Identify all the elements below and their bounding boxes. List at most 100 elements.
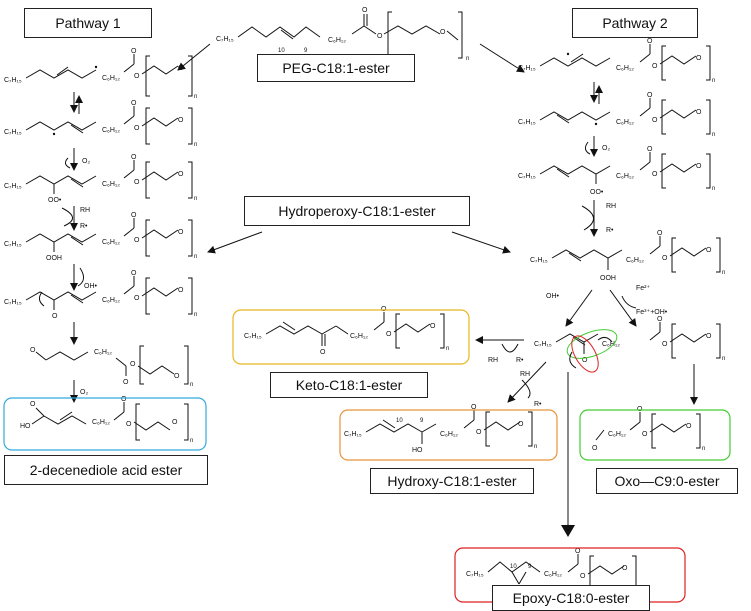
svg-text:RH: RH xyxy=(520,371,530,378)
svg-text:O: O xyxy=(652,171,658,178)
svg-text:O: O xyxy=(575,548,581,555)
svg-text:C₆H₁₂: C₆H₁₂ xyxy=(94,349,112,356)
svg-text:9: 9 xyxy=(420,418,424,424)
svg-text:C₇H₁₅: C₇H₁₅ xyxy=(534,341,552,348)
svg-text:O: O xyxy=(582,357,588,364)
svg-text:HO: HO xyxy=(20,423,31,430)
svg-text:O: O xyxy=(30,347,36,354)
svg-text:O: O xyxy=(652,63,658,70)
svg-text:O: O xyxy=(178,287,184,294)
svg-text:O: O xyxy=(652,117,658,124)
svg-text:C₆H₁₂: C₆H₁₂ xyxy=(328,37,346,44)
hydroperoxy-label: Hydroperoxy-C18:1-ester xyxy=(244,196,470,226)
svg-text:10: 10 xyxy=(278,48,285,54)
svg-text:C₇H₁₅: C₇H₁₅ xyxy=(466,571,484,578)
svg-text:n: n xyxy=(712,78,715,84)
svg-text:n: n xyxy=(712,132,715,138)
svg-text:C₇H₁₅: C₇H₁₅ xyxy=(518,119,536,126)
svg-text:O: O xyxy=(134,295,140,302)
svg-text:n: n xyxy=(194,94,197,100)
svg-text:C₇H₁₅: C₇H₁₅ xyxy=(4,77,22,84)
svg-text:RH: RH xyxy=(80,207,90,214)
svg-text:O: O xyxy=(622,565,628,572)
svg-text:O: O xyxy=(518,421,524,428)
svg-text:O: O xyxy=(30,401,36,408)
svg-text:O: O xyxy=(134,73,140,80)
keto-structure: C₇H₁₅ O C₆H₁₂ O O O n xyxy=(244,306,449,356)
peg-c18-structure: C₇H₁₅ 10 9 C₆H₁₂ O O O n xyxy=(216,7,469,62)
svg-text:C₆H₁₂: C₆H₁₂ xyxy=(616,173,634,180)
svg-text:OH•: OH• xyxy=(546,293,560,300)
svg-text:R•: R• xyxy=(606,227,614,234)
svg-text:OOH: OOH xyxy=(600,275,616,282)
svg-text:C₆H₁₂: C₆H₁₂ xyxy=(616,119,634,126)
svg-text:O: O xyxy=(430,323,436,330)
svg-text:O: O xyxy=(592,445,598,452)
svg-text:n: n xyxy=(702,446,705,452)
svg-text:n: n xyxy=(446,346,449,352)
pathway1-label: Pathway 1 xyxy=(24,8,152,38)
hydroxy-label: Hydroxy-C18:1-ester xyxy=(370,468,534,494)
svg-text:O: O xyxy=(130,361,136,368)
svg-text:O: O xyxy=(131,270,137,277)
svg-text:O: O xyxy=(706,247,712,254)
svg-text:O: O xyxy=(657,316,663,323)
svg-text:O: O xyxy=(706,333,712,340)
svg-text:O: O xyxy=(647,146,653,153)
svg-text:C₆H₁₂: C₆H₁₂ xyxy=(626,257,644,264)
svg-text:O: O xyxy=(52,313,58,320)
svg-text:C₇H₁₅: C₇H₁₅ xyxy=(244,333,262,340)
svg-text:C₆H₁₂: C₆H₁₂ xyxy=(440,431,458,438)
svg-text:n: n xyxy=(722,356,725,362)
svg-text:C₆H₁₂: C₆H₁₂ xyxy=(602,341,620,348)
chem-c7h15: C₇H₁₅ xyxy=(216,36,234,43)
svg-text:O: O xyxy=(471,404,477,411)
decenediole-label: 2-decenediole acid ester xyxy=(4,455,208,485)
svg-text:O: O xyxy=(696,109,702,116)
svg-text:n: n xyxy=(466,56,469,62)
svg-text:C₇H₁₅: C₇H₁₅ xyxy=(518,65,536,72)
svg-text:O₂: O₂ xyxy=(80,389,88,396)
svg-text:O: O xyxy=(131,100,137,107)
svg-text:O: O xyxy=(121,396,127,403)
svg-text:C₇H₁₅: C₇H₁₅ xyxy=(344,431,362,438)
svg-text:C₇H₁₅: C₇H₁₅ xyxy=(518,173,536,180)
svg-text:n: n xyxy=(534,444,537,450)
svg-text:C₆H₁₂: C₆H₁₂ xyxy=(102,181,120,188)
svg-text:O: O xyxy=(386,331,392,338)
hydroxy-structure-frame xyxy=(339,409,558,461)
svg-text:O: O xyxy=(647,38,653,45)
pathway2-label: Pathway 2 xyxy=(572,8,698,38)
svg-text:C₆H₁₂: C₆H₁₂ xyxy=(102,239,120,246)
svg-text:C₇H₁₅: C₇H₁₅ xyxy=(530,257,548,264)
svg-text:n: n xyxy=(190,382,193,388)
svg-text:OO•: OO• xyxy=(590,189,604,196)
svg-text:O: O xyxy=(662,255,668,262)
pathway2-chain: C₇H₁₅ C₆H₁₂ O O O n C₇H₁₅ C₆H₁₂ O O O n xyxy=(475,38,725,537)
svg-text:O: O xyxy=(686,423,692,430)
svg-text:O: O xyxy=(172,419,178,426)
svg-text:n: n xyxy=(194,196,197,202)
decenediole-structure-frame xyxy=(3,397,207,451)
svg-text:O: O xyxy=(476,429,482,436)
peg-ester-label: PEG-C18:1-ester xyxy=(257,54,415,82)
epoxy-label: Epoxy-C18:0-ester xyxy=(492,585,650,611)
svg-text:C₆H₁₂: C₆H₁₂ xyxy=(92,419,110,426)
svg-text:C₆H₁₂: C₆H₁₂ xyxy=(102,127,120,134)
svg-text:RH: RH xyxy=(606,203,616,210)
svg-text:R•: R• xyxy=(516,357,524,364)
svg-text:R•: R• xyxy=(534,401,542,408)
svg-text:O₂: O₂ xyxy=(82,158,90,165)
svg-text:C₇H₁₅: C₇H₁₅ xyxy=(4,299,22,306)
svg-text:OOH: OOH xyxy=(46,255,62,262)
svg-text:HO: HO xyxy=(412,447,423,454)
svg-text:O: O xyxy=(134,237,140,244)
svg-text:O: O xyxy=(134,125,140,132)
svg-text:OH•: OH• xyxy=(84,283,98,290)
svg-text:C₇H₁₅: C₇H₁₅ xyxy=(4,241,22,248)
svg-text:O: O xyxy=(131,48,137,55)
hydroxy-structure: C₇H₁₅ 10 9 HO C₆H₁₂ O O O n xyxy=(344,404,537,454)
svg-text:O: O xyxy=(178,229,184,236)
keto-structure-frame xyxy=(232,309,470,365)
